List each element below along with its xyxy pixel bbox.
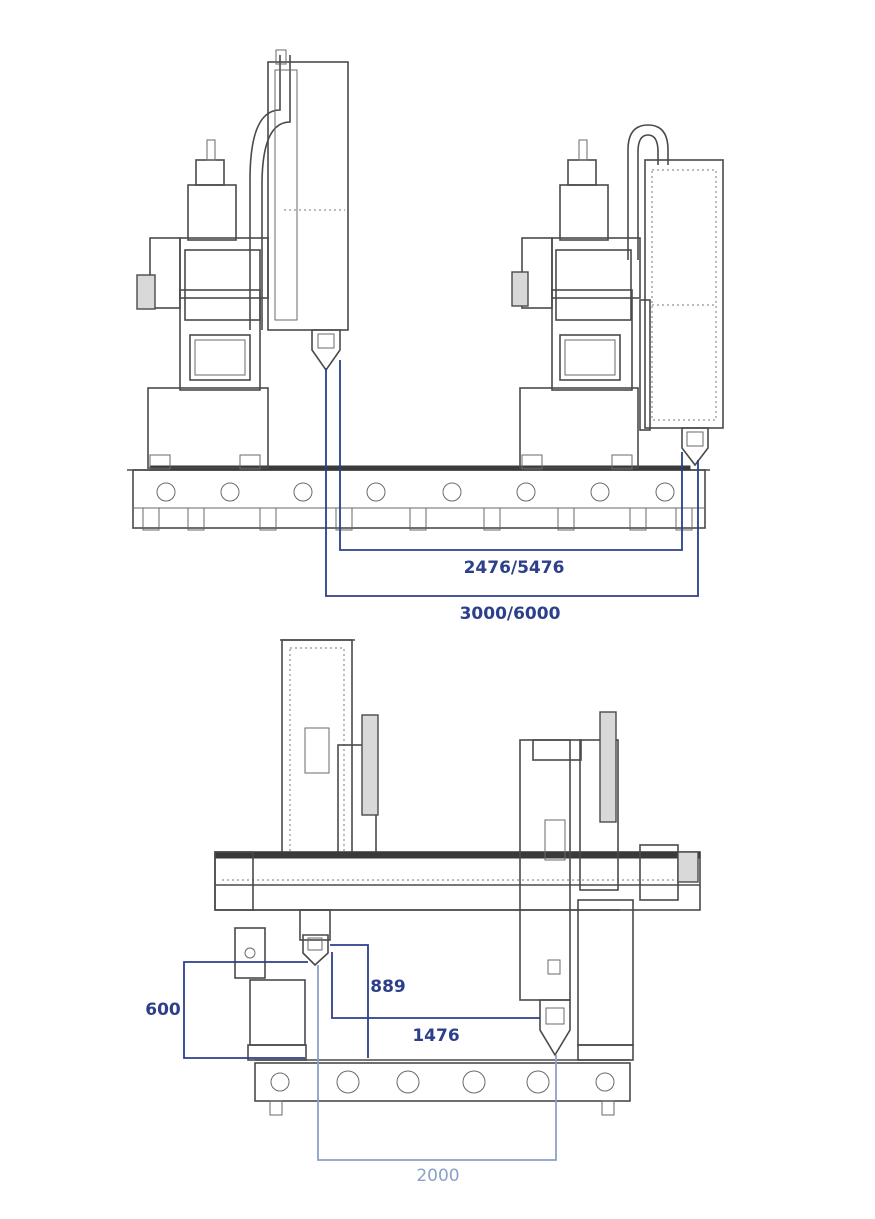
dimension-label-600: 600 xyxy=(145,1000,181,1020)
dimension-label-3000-6000: 3000/6000 xyxy=(460,604,561,624)
right-machine-column xyxy=(511,124,724,470)
dimension-label-1476: 1476 xyxy=(412,1026,459,1046)
dimension-label-2000: 2000 xyxy=(416,1166,459,1186)
bottom-view-machine xyxy=(214,639,701,1116)
bottom-view-dimensions: 889 600 1476 2000 xyxy=(145,944,557,1186)
dimension-line-1476 xyxy=(331,952,540,1019)
dimension-line-2000 xyxy=(317,965,557,1161)
machine-base-bed xyxy=(127,465,710,531)
dimension-line-2476-5476 xyxy=(339,360,683,551)
back-column xyxy=(280,639,379,856)
top-view-machine xyxy=(127,49,724,531)
bed-holes xyxy=(156,482,675,502)
gantry-beam xyxy=(214,844,701,911)
dimension-line-889 xyxy=(330,944,369,1058)
bed-feet xyxy=(142,507,693,531)
work-table xyxy=(254,1059,631,1116)
dimension-line-3000-6000 xyxy=(325,368,699,597)
left-machine-column xyxy=(136,49,349,470)
dimension-line-600 xyxy=(183,961,308,1059)
dimension-label-889: 889 xyxy=(370,977,406,997)
right-vertical-head xyxy=(519,711,634,1061)
left-carriage xyxy=(234,909,331,1061)
dimension-label-2476-5476: 2476/5476 xyxy=(464,558,565,578)
top-view-dimensions: 2476/5476 3000/6000 xyxy=(325,360,699,624)
